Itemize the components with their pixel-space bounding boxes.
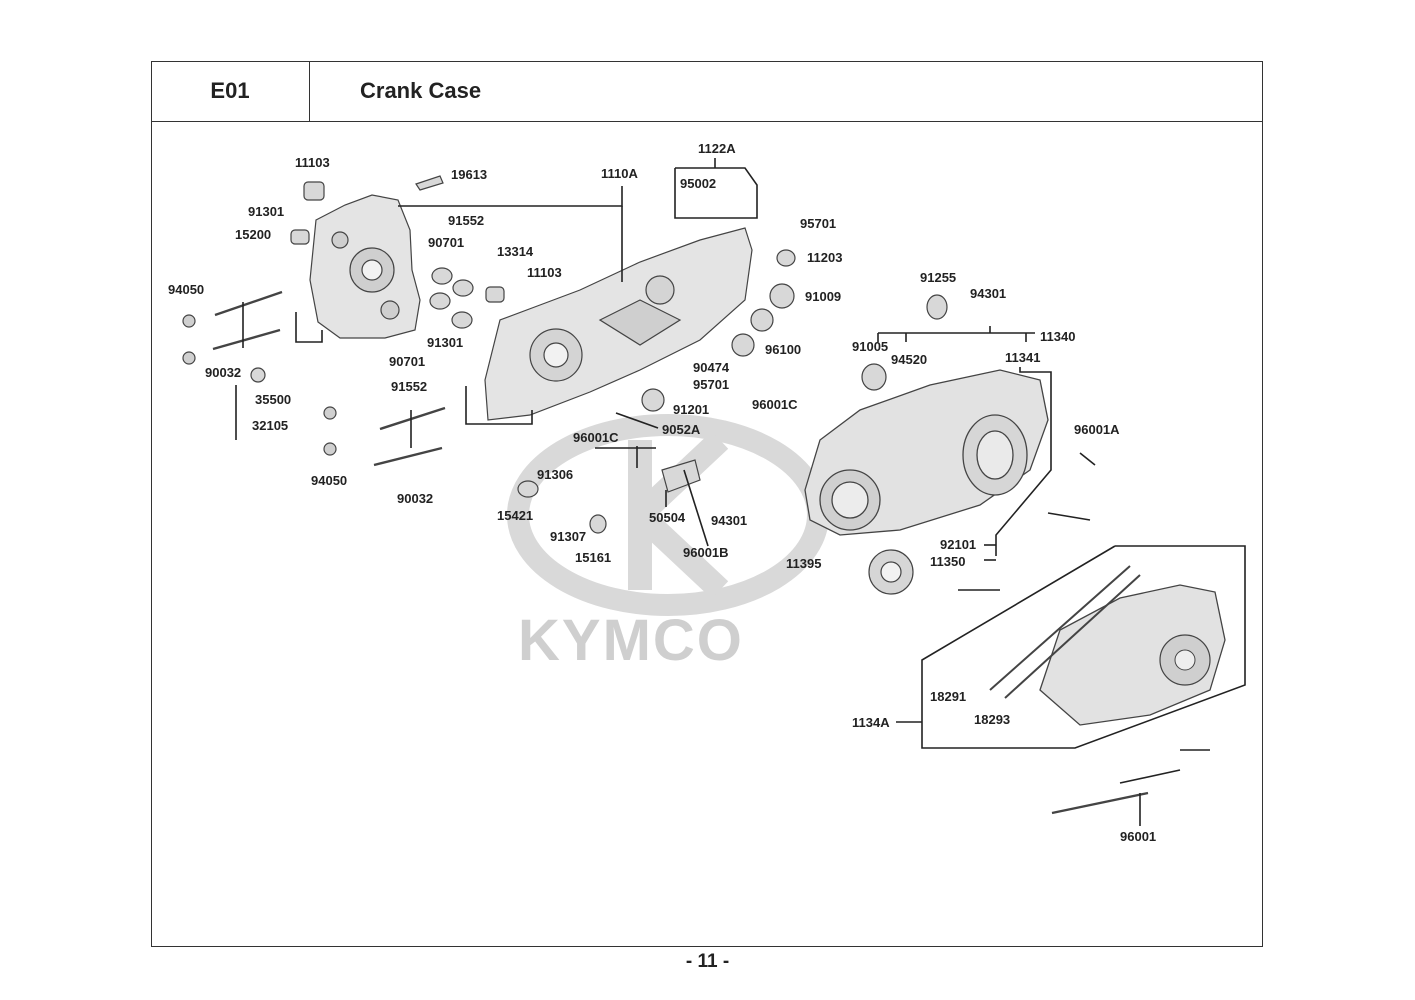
- crankcase-cover-illustration: [804, 369, 1049, 536]
- part-number-labels: 11103 19613 91301 15200 91552 90701 1331…: [168, 141, 1156, 844]
- part-label: 91306: [537, 467, 573, 482]
- part-label: 32105: [252, 418, 288, 433]
- nut-illustrations: [182, 314, 337, 456]
- page-number: - 11 -: [685, 951, 730, 972]
- part-label: 94520: [891, 352, 927, 367]
- part-label: 95701: [800, 216, 836, 231]
- part-label: 90032: [205, 365, 241, 380]
- part-label: 11103: [527, 265, 562, 280]
- part-label: 94301: [711, 513, 747, 528]
- part-label: 50504: [649, 510, 686, 525]
- part-label: 91301: [427, 335, 463, 350]
- part-label: 90701: [389, 354, 425, 369]
- part-label: 13314: [497, 244, 534, 259]
- part-label: 11203: [807, 250, 842, 265]
- small-parts-illustrations: [250, 175, 948, 534]
- left-crankcase-illustration: [309, 194, 421, 339]
- part-label: 91201: [673, 402, 709, 417]
- part-label: 91255: [920, 270, 956, 285]
- part-label: 11340: [1040, 329, 1075, 344]
- part-label: 35500: [255, 392, 291, 407]
- part-label: 91301: [248, 204, 284, 219]
- part-label: 95701: [693, 377, 729, 392]
- part-label: 91552: [391, 379, 427, 394]
- section-code: E01: [151, 61, 310, 122]
- part-label: 96001C: [573, 430, 619, 445]
- part-label: 19613: [451, 167, 487, 182]
- part-label: 91005: [852, 339, 888, 354]
- right-crankcase-illustration: [484, 227, 753, 421]
- part-label: 91009: [805, 289, 841, 304]
- part-label: 91307: [550, 529, 586, 544]
- part-label: 91552: [448, 213, 484, 228]
- watermark-text: KYMCO: [518, 608, 744, 673]
- part-label: 95002: [680, 176, 716, 191]
- part-label: 90032: [397, 491, 433, 506]
- part-label: 94050: [311, 473, 347, 488]
- part-label: 18291: [930, 689, 966, 704]
- part-label: 94301: [970, 286, 1006, 301]
- part-label: 92101: [940, 537, 976, 552]
- part-label: 96001: [1120, 829, 1156, 844]
- part-label: 11395: [786, 556, 821, 571]
- part-label: 90701: [428, 235, 464, 250]
- part-label: 96001B: [683, 545, 729, 560]
- part-label: 94050: [168, 282, 204, 297]
- diagram-frame: [151, 61, 1263, 947]
- outer-cover-assembly-illustration: [989, 565, 1226, 726]
- part-label: 15200: [235, 227, 271, 242]
- cover-gasket-plate-illustration: [868, 549, 914, 595]
- part-label: 9052A: [662, 422, 701, 437]
- part-label: 90474: [693, 360, 730, 375]
- part-label: 1134A: [852, 715, 890, 730]
- page-title: Crank Case: [310, 61, 1263, 122]
- part-label: 15161: [575, 550, 611, 565]
- part-label: 11341: [1005, 350, 1040, 365]
- part-label: 18293: [974, 712, 1010, 727]
- part-label: 96100: [765, 342, 801, 357]
- part-label: 96001A: [1074, 422, 1120, 437]
- part-label: 1110A: [601, 166, 638, 181]
- part-label: 15421: [497, 508, 533, 523]
- stud-bolts-illustrations: [212, 290, 1149, 815]
- part-label: 96001C: [752, 397, 798, 412]
- kymco-watermark-logo: KYMCO: [507, 414, 829, 673]
- part-label: 11350: [930, 554, 965, 569]
- part-label: 11103: [295, 155, 330, 170]
- callout-lines: [235, 158, 1246, 826]
- part-label: 1122A: [698, 141, 736, 156]
